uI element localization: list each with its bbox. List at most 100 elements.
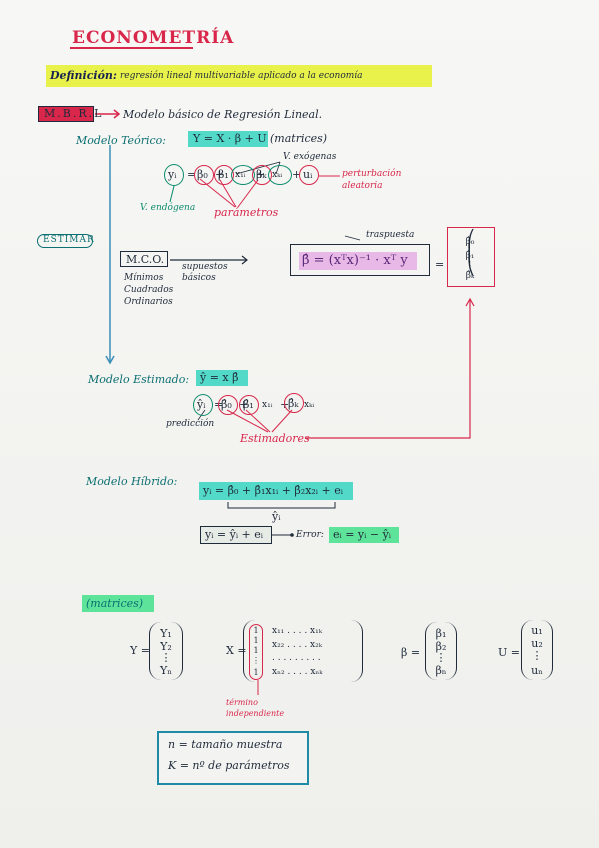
y-entry-n: Yₙ	[159, 664, 173, 677]
ones-column-circle	[249, 624, 263, 680]
estimado-equation: ŷ = x β̂	[200, 371, 239, 384]
y-circle	[164, 164, 184, 186]
b-entry-n: βₙ	[435, 664, 447, 677]
beta-hat-0: β̂₀	[465, 237, 475, 247]
teo-bk: βₖ	[256, 168, 267, 181]
hibrido-brace: ŷᵢ	[272, 510, 281, 523]
x-row-dots: . . . . . . . . .	[272, 653, 321, 663]
est-b0: β̂₀	[221, 398, 232, 411]
matrices-label: (matrices)	[86, 597, 144, 610]
legend-k: K = nº de parámetros	[168, 759, 290, 772]
bh0-circle	[218, 395, 238, 415]
formula-highlight	[299, 252, 417, 270]
v-exogenas: V. exógenas	[283, 152, 337, 162]
est-b1: β̂₁	[243, 398, 254, 411]
x-row-2: x₂₂ . . . . x₂ₖ	[272, 640, 323, 650]
teo-b1: β₁	[218, 168, 229, 181]
beta-formula: β̂ = (xᵀx)⁻¹ · xᵀ y	[302, 253, 408, 268]
estimar-label: ESTIMAR	[43, 235, 95, 245]
teo-b0: β₀	[197, 168, 208, 181]
legend-box	[157, 731, 309, 785]
hibrido-eq-highlight	[199, 482, 353, 500]
b-entry-2: β₂	[435, 640, 447, 653]
est-bk: β̂ₖ	[288, 397, 299, 410]
mbrl-tag: M.B.R.L	[44, 107, 104, 120]
y-entry-dots: ⋮	[160, 651, 172, 664]
hibrido-eq2: yᵢ = ŷᵢ + eᵢ	[205, 528, 263, 541]
teorico-equation: Y = X · β + U	[193, 132, 267, 145]
u-entry-dots: ⋮	[531, 649, 543, 662]
teorico-label: Modelo Teórico:	[76, 134, 166, 147]
x-col1-n: 1	[253, 668, 259, 677]
u-matrix-name: U =	[498, 646, 520, 659]
prediccion: predicción	[166, 419, 215, 429]
y-matrix-name: Y =	[130, 644, 150, 657]
mco-label: M.C.O.	[126, 253, 165, 266]
b-matrix-name: β =	[401, 646, 421, 659]
x-matrix-brackets	[243, 620, 363, 682]
teo-y: yᵢ	[168, 168, 177, 181]
v-endogena: V. endógena	[140, 203, 196, 213]
hibrido-label: Modelo Híbrido:	[86, 475, 178, 488]
teo-u: uᵢ	[303, 168, 313, 181]
b-entry-1: β₁	[435, 627, 447, 640]
x-col1-dots: ⋮	[252, 656, 260, 665]
beta-vector-brackets: ⎛⎜⎝	[467, 229, 475, 276]
x-col1-2: 1	[253, 636, 259, 645]
u-entry-2: u₂	[531, 637, 543, 650]
b0-circle	[194, 165, 214, 185]
u-matrix-brackets	[521, 620, 553, 680]
yhat-circle	[193, 394, 213, 416]
x-col1-3: 1	[253, 646, 259, 655]
formula-equals: =	[435, 258, 445, 271]
est-xk: xₖᵢ	[304, 400, 315, 410]
traspuesta: traspuesta	[366, 230, 415, 240]
error-eq: eᵢ = yᵢ − ŷᵢ	[333, 528, 391, 541]
bhk-circle	[284, 393, 304, 413]
termino-independiente: término independiente	[226, 698, 285, 718]
beta-hat-dots: ⋮	[465, 261, 475, 271]
matrices-highlight	[82, 595, 154, 612]
mco-line-2: Cuadrados	[124, 285, 174, 295]
teo-xk: xₖᵢ	[272, 170, 283, 180]
legend-n: n = tamaño muestra	[168, 738, 283, 751]
beta-vector-box	[447, 227, 495, 287]
error-label: Error:	[296, 530, 324, 540]
estimado-label: Modelo Estimado:	[88, 373, 190, 386]
teo-plus3: +	[292, 168, 302, 181]
formula-box	[290, 244, 430, 276]
bh1-circle	[239, 395, 259, 415]
est-x1: x₁ᵢ	[262, 400, 273, 410]
perturbacion: perturbación aleatoria	[342, 169, 402, 191]
estimar-box	[37, 234, 93, 248]
error-highlight	[329, 527, 399, 543]
beta-hat-k: β̂ₖ	[465, 271, 475, 281]
beta-hat-1: β̂₁	[465, 251, 475, 261]
mbrl-tag-box	[38, 106, 94, 122]
definition-highlight	[46, 65, 432, 87]
u-entry-1: u₁	[531, 624, 543, 637]
teo-eq: =	[187, 168, 197, 181]
estimado-eq-highlight	[196, 370, 248, 386]
est-yhat: ŷᵢ	[197, 398, 206, 411]
x-matrix-name: X =	[226, 644, 247, 657]
page-title: ECONOMETRÍA	[72, 28, 235, 48]
x-row-n: xₙ₂ . . . . xₙₖ	[272, 667, 323, 677]
u-circle	[299, 165, 319, 185]
mco-line-1: Mínimos	[124, 273, 164, 283]
hibrido-eq2-box	[200, 526, 272, 544]
x-col1-1: 1	[253, 626, 259, 635]
u-entry-n: uₙ	[531, 664, 543, 677]
y-matrix-brackets	[149, 622, 183, 680]
x-row-1: x₁₁ . . . . x₁ₖ	[272, 626, 323, 636]
y-entry-1: Y₁	[160, 627, 172, 640]
y-entry-2: Y₂	[160, 640, 172, 653]
mbrl-text: Modelo básico de Regresión Lineal.	[123, 108, 323, 121]
definition-label: Definición:	[50, 69, 117, 82]
teorico-eq-highlight	[188, 131, 268, 147]
parametros: parámetros	[214, 206, 279, 219]
definition-text: regresión lineal multivariable aplicado …	[120, 71, 363, 81]
teo-x1: x₁ᵢ	[235, 170, 246, 180]
